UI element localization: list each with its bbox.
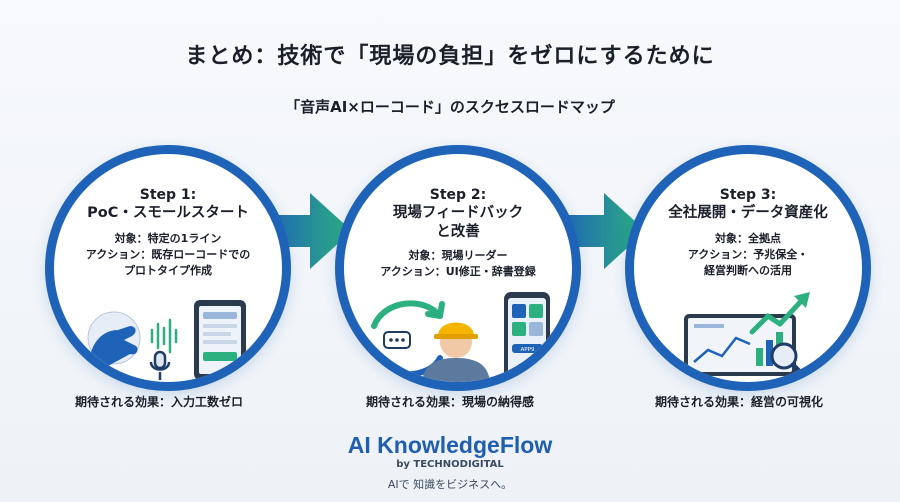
step-action: アクション：既存ローコードでの (85, 248, 251, 261)
step-number: Step 3: (719, 187, 777, 203)
page-title: まとめ：技術で「現場の負担」をゼロにするために (185, 44, 715, 69)
voice-input-illustration (87, 300, 246, 380)
worker-avatar-icon (422, 322, 490, 382)
sound-wave-icon (150, 318, 178, 354)
step-target: 対象：特定の1ライン (114, 232, 222, 245)
dashboard-screen-icon (684, 314, 796, 376)
step-action-cont: 経営判断への活用 (704, 264, 792, 277)
step-2-effect: 期待される効果：現場の納得感 (365, 395, 534, 409)
app-label: APP9 (521, 347, 535, 353)
step-name: 現場フィードバック (392, 205, 524, 221)
step-action-cont: プロトタイプ作成 (124, 264, 212, 277)
step-name: PoC・スモールスタート (87, 205, 249, 221)
step-3-effect: 期待される効果：経営の可視化 (654, 395, 823, 409)
arrow-step2-to-step3 (556, 193, 646, 269)
tablet-icon (194, 300, 246, 380)
dashboard-illustration (684, 292, 810, 379)
step-1-card: Step 1: PoC・スモールスタート 対象：特定の1ライン アクション：既存… (45, 145, 291, 391)
step-action: アクション：予兆保全・ (687, 248, 809, 261)
magnifier-icon (770, 342, 807, 379)
step-name: 全社展開・データ資産化 (668, 205, 828, 221)
chat-bubble-icon (383, 331, 411, 349)
brand-logo: AI KnowledgeFlow (347, 432, 553, 458)
smartphone-app-icon: APP9 (504, 292, 550, 380)
step-name-cont: と改善 (436, 224, 480, 240)
step-number: Step 2: (429, 187, 487, 203)
arrow-step1-to-step2 (262, 193, 352, 269)
step-number: Step 1: (139, 187, 197, 203)
page-subtitle: 「音声AI×ローコード」のスクセスロードマップ (285, 98, 615, 116)
step-target: 対象：現場リーダー (408, 249, 508, 262)
brand-tagline: AIで 知識をビジネスへ。 (387, 478, 513, 491)
step-3-card: Step 3: 全社展開・データ資産化 対象：全拠点 アクション：予兆保全・ 経… (625, 145, 871, 391)
microphone-icon (149, 350, 171, 380)
step-1-effect: 期待される効果：入力工数ゼロ (74, 395, 243, 409)
step-action: アクション：UI修正・辞書登録 (380, 265, 536, 278)
feedback-illustration: APP9 (371, 292, 550, 382)
gloved-hand-icon (87, 311, 141, 369)
brand-byline: by TECHNODIGITAL (396, 459, 504, 470)
step-2-card: Step 2: 現場フィードバック と改善 対象：現場リーダー アクション：UI… (335, 145, 581, 391)
step-target: 対象：全拠点 (715, 232, 781, 245)
growth-arrow-icon (749, 292, 810, 335)
